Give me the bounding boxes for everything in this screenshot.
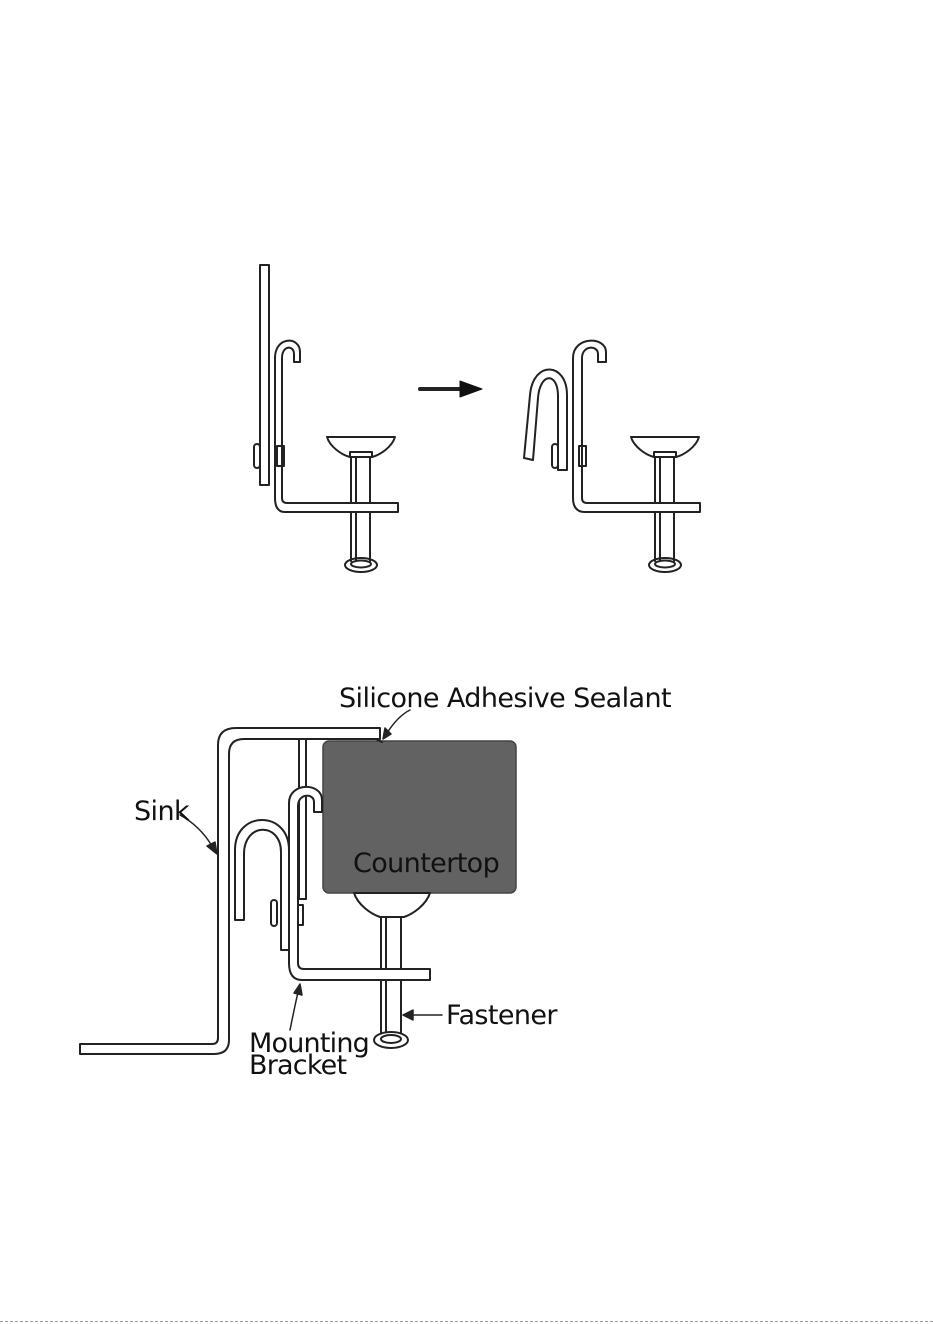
sink-label: Sink bbox=[134, 796, 190, 827]
sink-clip-plate bbox=[260, 265, 269, 485]
bracket-label-line2: Bracket bbox=[249, 1050, 346, 1081]
fastener-before bbox=[327, 437, 395, 572]
fastener-cup-installed bbox=[354, 893, 430, 917]
sealant-label: Silicone Adhesive Sealant bbox=[339, 683, 671, 714]
l-bracket-hook bbox=[275, 341, 398, 512]
nut-left-installed bbox=[271, 900, 277, 926]
bracket-before bbox=[254, 265, 398, 572]
bracket-leader bbox=[290, 992, 298, 1030]
installed-assembly: Silicone Adhesive Sealant Sink Counterto… bbox=[80, 683, 671, 1081]
fastener-label: Fastener bbox=[446, 1000, 558, 1031]
sink-clip-bent bbox=[524, 369, 567, 470]
nut-left-after bbox=[552, 444, 558, 468]
right-arrow-icon bbox=[420, 381, 482, 397]
fastener-after bbox=[631, 437, 699, 572]
countertop-label: Countertop bbox=[353, 848, 499, 879]
fastener-cup bbox=[327, 437, 395, 457]
clip-plate-installed bbox=[299, 739, 306, 899]
page-bottom-rule bbox=[0, 1321, 933, 1322]
nut-left bbox=[254, 444, 260, 468]
sink-clip-hook-installed bbox=[235, 820, 289, 950]
l-bracket-hook-after bbox=[573, 341, 700, 512]
bracket-after bbox=[524, 341, 700, 572]
